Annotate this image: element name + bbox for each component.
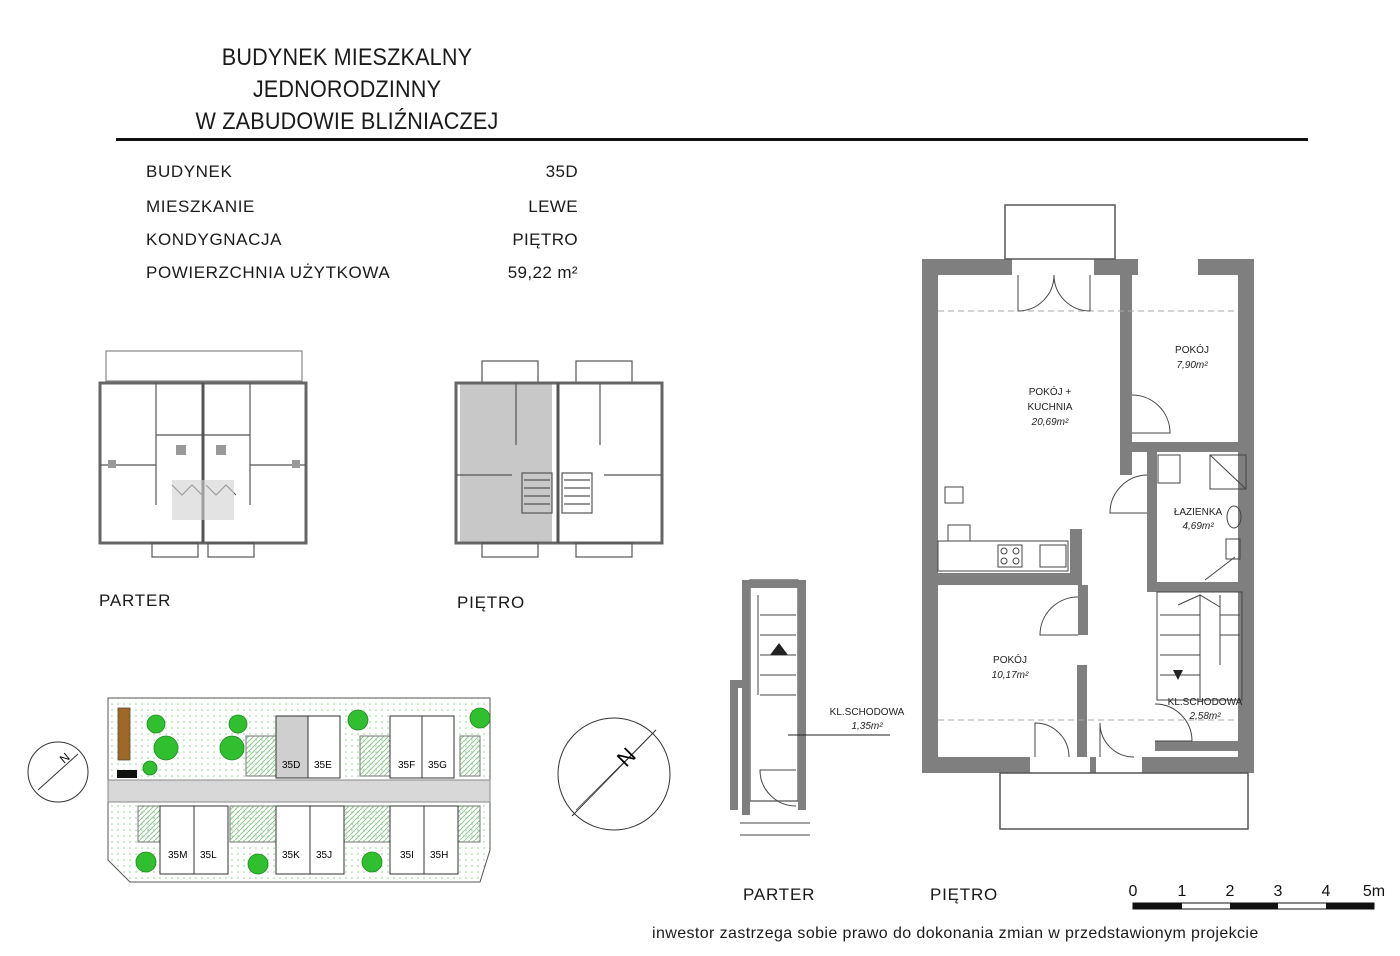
scale-tick-2: 2 [1226,883,1235,900]
scale-tick-4: 4 [1322,883,1331,900]
footer-note: inwestor zastrzega sobie prawo do dokona… [652,925,1259,942]
plan-caption-pietro: PIĘTRO [930,885,999,904]
scale-bar: 0 1 2 3 4 5m [1129,883,1385,910]
room-pokoj-small-name: POKÓJ [1175,343,1209,356]
room-pokoj-kuchnia-name: POKÓJ + [1029,385,1072,398]
room-pokoj-lower-name: POKÓJ [993,653,1027,666]
info-value-kondygnacja: PIĘTRO [512,230,578,249]
large-north-label: N [612,743,641,772]
site-building-35l: 35L [200,850,217,861]
room-pokoj-small-area: 7,90m² [1176,360,1208,371]
info-value-mieszkanie: LEWE [528,197,578,216]
scale-tick-0: 0 [1129,883,1138,900]
room-pokoj-kuchnia-area: 20,69m² [1031,417,1069,428]
title-line-2: W ZABUDOWIE BLIŹNIACZEJ [195,108,499,135]
site-building-35e: 35E [314,760,332,771]
site-building-35f: 35F [398,760,415,771]
info-label-budynek: BUDYNEK [146,162,233,181]
site-building-35g: 35G [428,760,447,771]
site-building-35j: 35J [316,850,332,861]
room-stair-upper-area: 2,58m² [1188,711,1221,722]
page-title: BUDYNEK MIESZKALNY JEDNORODZINNY W ZABUD… [140,42,554,138]
main-floor-plan: POKÓJ + KUCHNIA 20,69m² POKÓJ 7,90m² ŁAZ… [730,204,1254,836]
room-pokoj-kuchnia-name2: KUCHNIA [1027,402,1072,413]
thumbnail-parter-plan [98,350,308,558]
site-north-label: N [57,750,73,766]
scale-tick-1: 1 [1178,883,1187,900]
site-building-35i: 35I [400,850,414,861]
scale-tick-5: 5m [1363,883,1385,900]
room-lazienka-name: ŁAZIENKA [1174,507,1223,518]
room-stair-ground-name: KL.SCHODOWA [830,707,905,718]
room-pokoj-lower-area: 10,17m² [992,670,1029,681]
site-building-35k: 35K [282,850,300,861]
site-north-compass: N [27,741,89,803]
site-plan: N 35D 35E 35F 35G 35M 35L 35K 35J 35I 35… [27,697,671,883]
title-line-1: BUDYNEK MIESZKALNY JEDNORODZINNY [221,44,473,103]
room-stair-ground-area: 1,35m² [851,721,883,732]
thumbnail-pietro-plan [454,360,664,558]
thumbnail-pietro-label: PIĘTRO [457,593,526,612]
large-north-compass: N [557,717,671,831]
info-label-kondygnacja: KONDYGNACJA [146,230,283,249]
info-label-powierzchnia: POWIERZCHNIA UŻYTKOWA [146,263,391,282]
room-stair-upper-name: KL.SCHODOWA [1168,697,1243,708]
room-lazienka-area: 4,69m² [1182,521,1214,532]
thumbnail-parter-label: PARTER [99,591,172,610]
site-building-35m: 35M [168,850,187,861]
info-value-powierzchnia: 59,22 m² [507,263,578,282]
scale-tick-3: 3 [1274,883,1283,900]
info-label-mieszkanie: MIESZKANIE [146,197,255,216]
site-building-35d: 35D [282,760,300,771]
info-value-budynek: 35D [545,162,578,181]
header-divider [116,138,1308,141]
plan-caption-parter: PARTER [743,885,816,904]
site-building-35h: 35H [430,850,448,861]
